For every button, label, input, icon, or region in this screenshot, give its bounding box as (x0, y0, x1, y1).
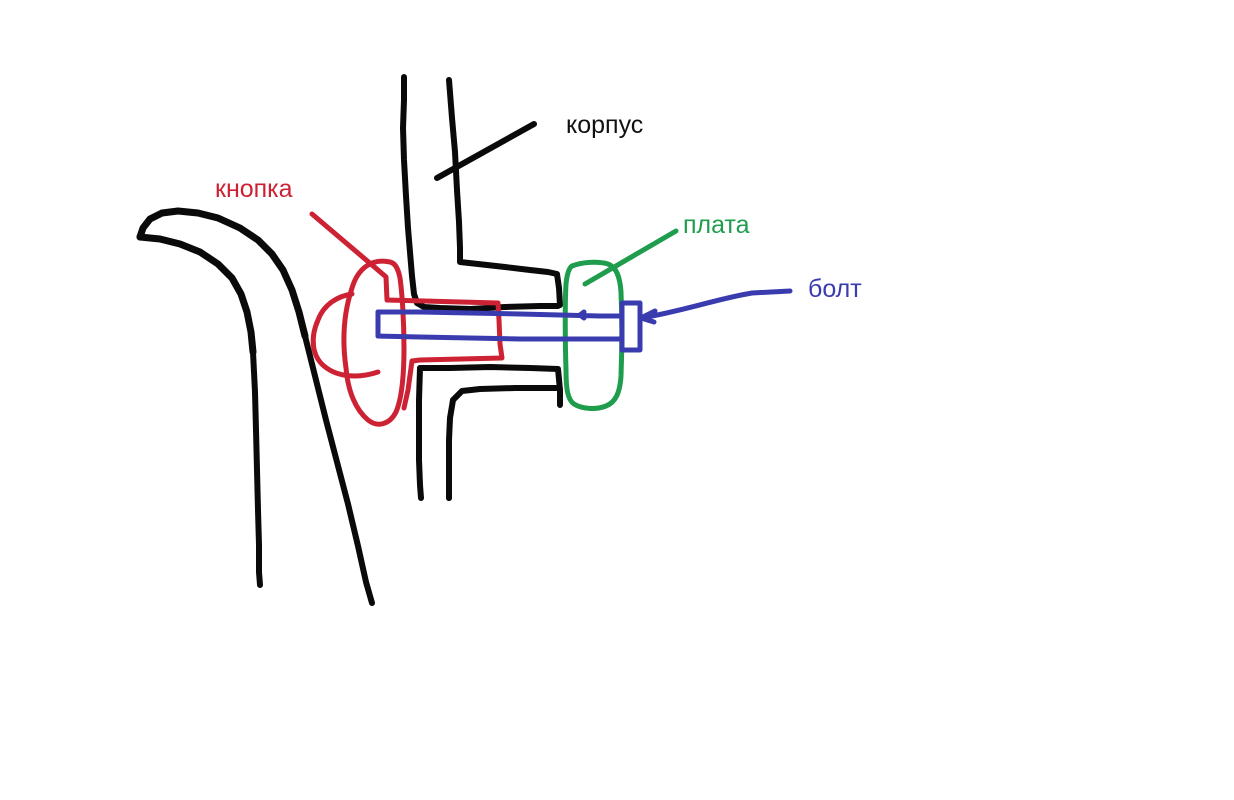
bolt-shape-group (375, 300, 643, 353)
label-plata: плата (683, 211, 750, 239)
korpus-outer-upper-left-stroke (400, 74, 561, 312)
plata-leader-line (582, 228, 679, 287)
leader-lines-group (309, 121, 793, 325)
korpus-lower-inner-stroke (446, 385, 561, 501)
korpus-inner-upper-right-stroke (446, 77, 563, 308)
label-knopka: кнопка (215, 175, 293, 203)
bolt-head-rect (619, 300, 643, 353)
bolt-leader-arrowhead-icon (638, 308, 658, 325)
left-arm-outer-tail-stroke (302, 333, 375, 606)
knopka-right-edge-stroke (401, 358, 415, 411)
knopka-leader-line (309, 211, 388, 279)
knopka-body-outline (383, 274, 505, 364)
bolt-leader-line (638, 288, 793, 321)
korpus-lower-left-wall-stroke (416, 365, 424, 501)
plata-outline (562, 259, 625, 411)
label-korpus: корпус (566, 111, 644, 139)
left-arm-inner-stroke (136, 233, 257, 356)
korpus-leader-line (434, 121, 537, 181)
knopka-blob-outline (341, 258, 407, 427)
bolt-center-arrow-icon (577, 309, 587, 321)
label-bolt: болт (808, 275, 862, 303)
left-arm-inner-tail-stroke (250, 349, 263, 588)
knopka-lobe-outline (310, 291, 381, 379)
bolt-shaft-bottom-stroke (375, 333, 625, 342)
bolt-shaft-top-stroke (375, 309, 625, 319)
left-arm-group (136, 207, 375, 606)
left-arm-outer-stroke (136, 207, 309, 340)
knopka-shape-group (310, 258, 505, 427)
plata-shape-group (562, 259, 625, 411)
korpus-shape-group (400, 74, 563, 501)
